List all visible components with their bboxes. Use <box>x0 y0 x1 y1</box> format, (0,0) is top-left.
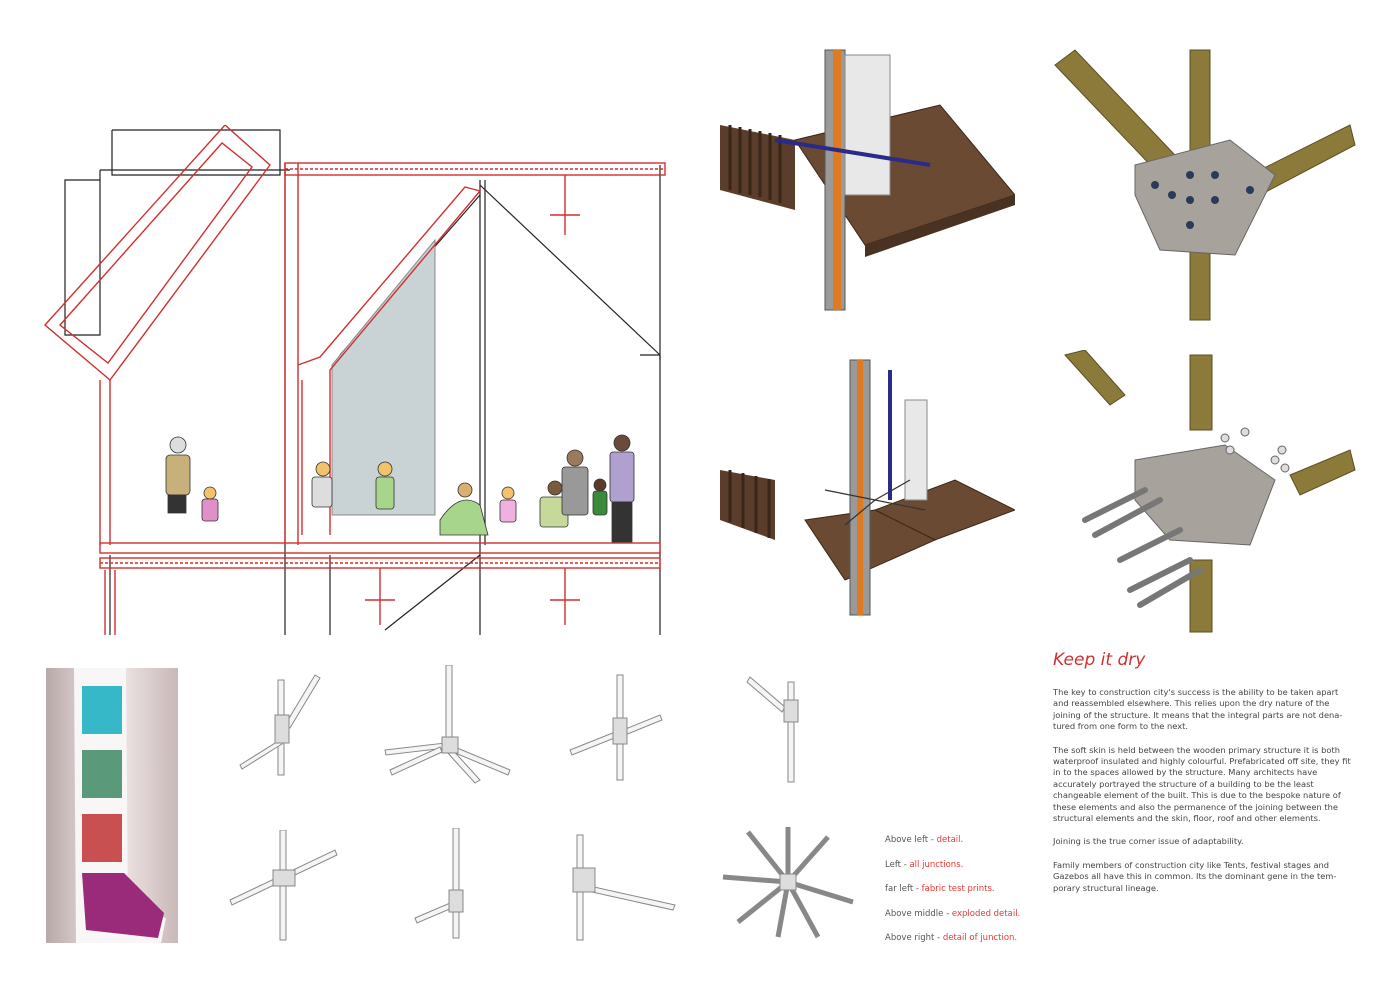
caption-left: Left - all junctions. <box>885 859 964 870</box>
body-paragraph: Joining is the true corner issue of adap… <box>1053 836 1244 847</box>
junction-detail <box>1050 45 1360 325</box>
section-heading: Keep it dry <box>1053 650 1146 670</box>
junction-sketch-8 <box>718 822 858 939</box>
body-paragraph: The soft skin is held between the wooden… <box>1053 744 1351 824</box>
assembled-wall-floor-detail <box>715 45 1015 325</box>
junction-sketch-6 <box>405 828 545 943</box>
body-paragraph: The key to construction city's success i… <box>1053 687 1343 732</box>
figure-captions: Above left - detail. Left - all junction… <box>885 828 1045 951</box>
caption-above-right: Above right - detail of junction. <box>885 933 1018 943</box>
caption-far-left: far left - fabric test prints. <box>885 884 995 894</box>
body-paragraph: Family members of construction city like… <box>1053 859 1337 893</box>
caption-above-middle: Above middle - exploded detail. <box>885 908 1021 919</box>
caption-above-left: Above left - detail. <box>885 835 964 845</box>
junction-sketch-4 <box>740 672 880 787</box>
junction-sketch-5 <box>225 830 365 945</box>
body-text: The key to construction city's success i… <box>1053 687 1353 906</box>
building-section-drawing <box>40 125 670 635</box>
junction-sketch-7 <box>565 830 705 945</box>
fabric-test-prints-photo <box>46 668 178 943</box>
junction-sketch-1 <box>230 670 370 785</box>
exploded-wall-floor-detail <box>715 350 1015 630</box>
junction-sketch-2 <box>380 665 520 784</box>
junction-sketch-3 <box>565 670 705 785</box>
exploded-junction-detail <box>1050 350 1360 635</box>
